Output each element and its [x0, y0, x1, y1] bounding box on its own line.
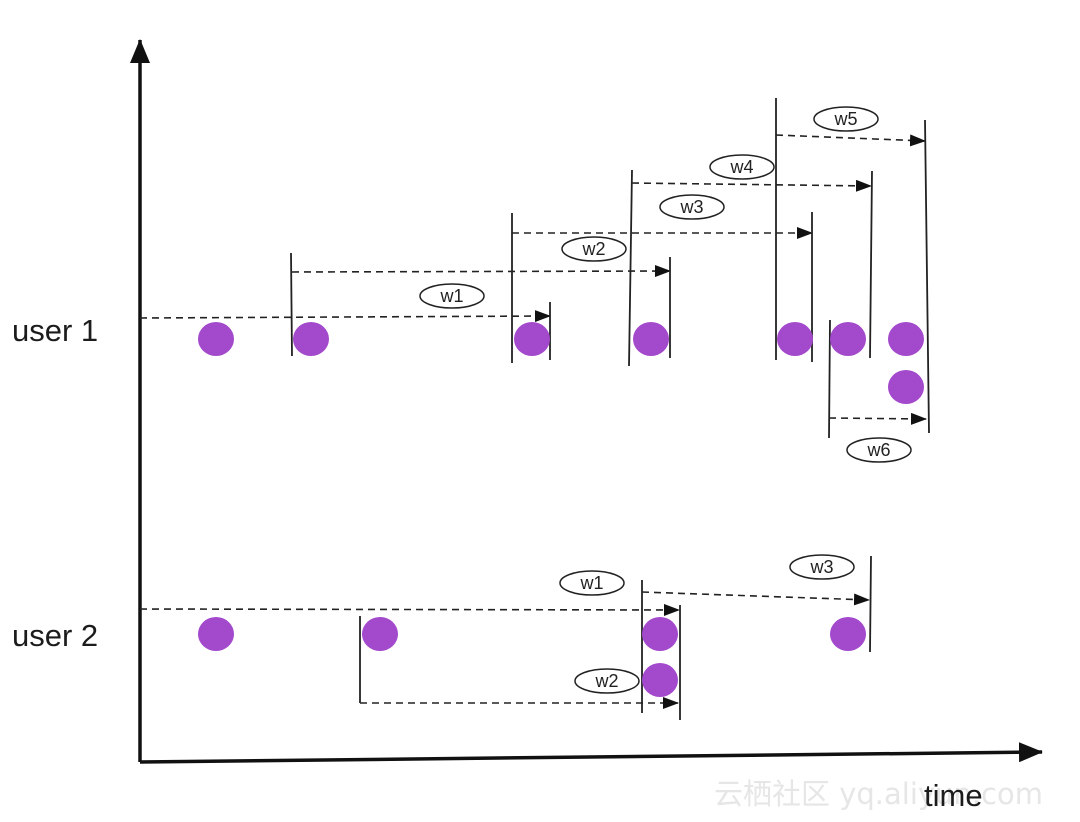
- user-1-w6-label: w6: [866, 440, 890, 460]
- row-label-user-2: user 2: [12, 618, 98, 653]
- user-1-event: [888, 370, 924, 404]
- user-1-window-w6: w6: [828, 319, 927, 463]
- x-axis-label: time: [924, 778, 983, 813]
- user-1-w4-label: w4: [729, 157, 753, 177]
- user-1-window-w4: w4: [628, 154, 873, 367]
- user-1-event: [198, 322, 234, 356]
- user-1-event: [777, 322, 813, 356]
- user-1-w5-label: w5: [833, 109, 857, 129]
- user-1-event: [514, 322, 550, 356]
- user-2-event: [642, 617, 678, 651]
- user-2-event: [362, 617, 398, 651]
- user-1-w2-label: w2: [581, 239, 605, 259]
- user-2-event: [642, 663, 678, 697]
- user-1-events: [198, 322, 924, 404]
- user-2-w3-label: w3: [809, 557, 833, 577]
- row-label-user-1: user 1: [12, 313, 98, 348]
- user-1-event: [888, 322, 924, 356]
- user-1-window-w3: w3: [511, 194, 813, 363]
- user-2-w2-label: w2: [594, 671, 618, 691]
- user-2-windows: w1 w2 w3: [139, 554, 872, 720]
- user-1-w3-label: w3: [679, 197, 703, 217]
- user-1-event: [830, 322, 866, 356]
- user-1-event: [293, 322, 329, 356]
- user-2-window-w3: w3: [641, 554, 872, 713]
- user-2-events: [198, 617, 866, 697]
- user-1-window-w2: w2: [290, 236, 671, 358]
- user-2-w1-label: w1: [579, 573, 603, 593]
- user-2-event: [830, 617, 866, 651]
- user-2-window-w2: w2: [359, 605, 681, 720]
- user-1-windows: w1 w2 w3 w4: [139, 98, 930, 463]
- user-1-window-w1: w1: [139, 283, 551, 360]
- user-2-event: [198, 617, 234, 651]
- user-1-w1-label: w1: [439, 286, 463, 306]
- user-1-window-w5: w5: [775, 98, 930, 434]
- user-1-event: [633, 322, 669, 356]
- watermark: 云栖社区 yq.aliyun.com: [714, 777, 1043, 811]
- x-axis: [139, 742, 1043, 764]
- user-2-window-w1: w1: [139, 570, 680, 616]
